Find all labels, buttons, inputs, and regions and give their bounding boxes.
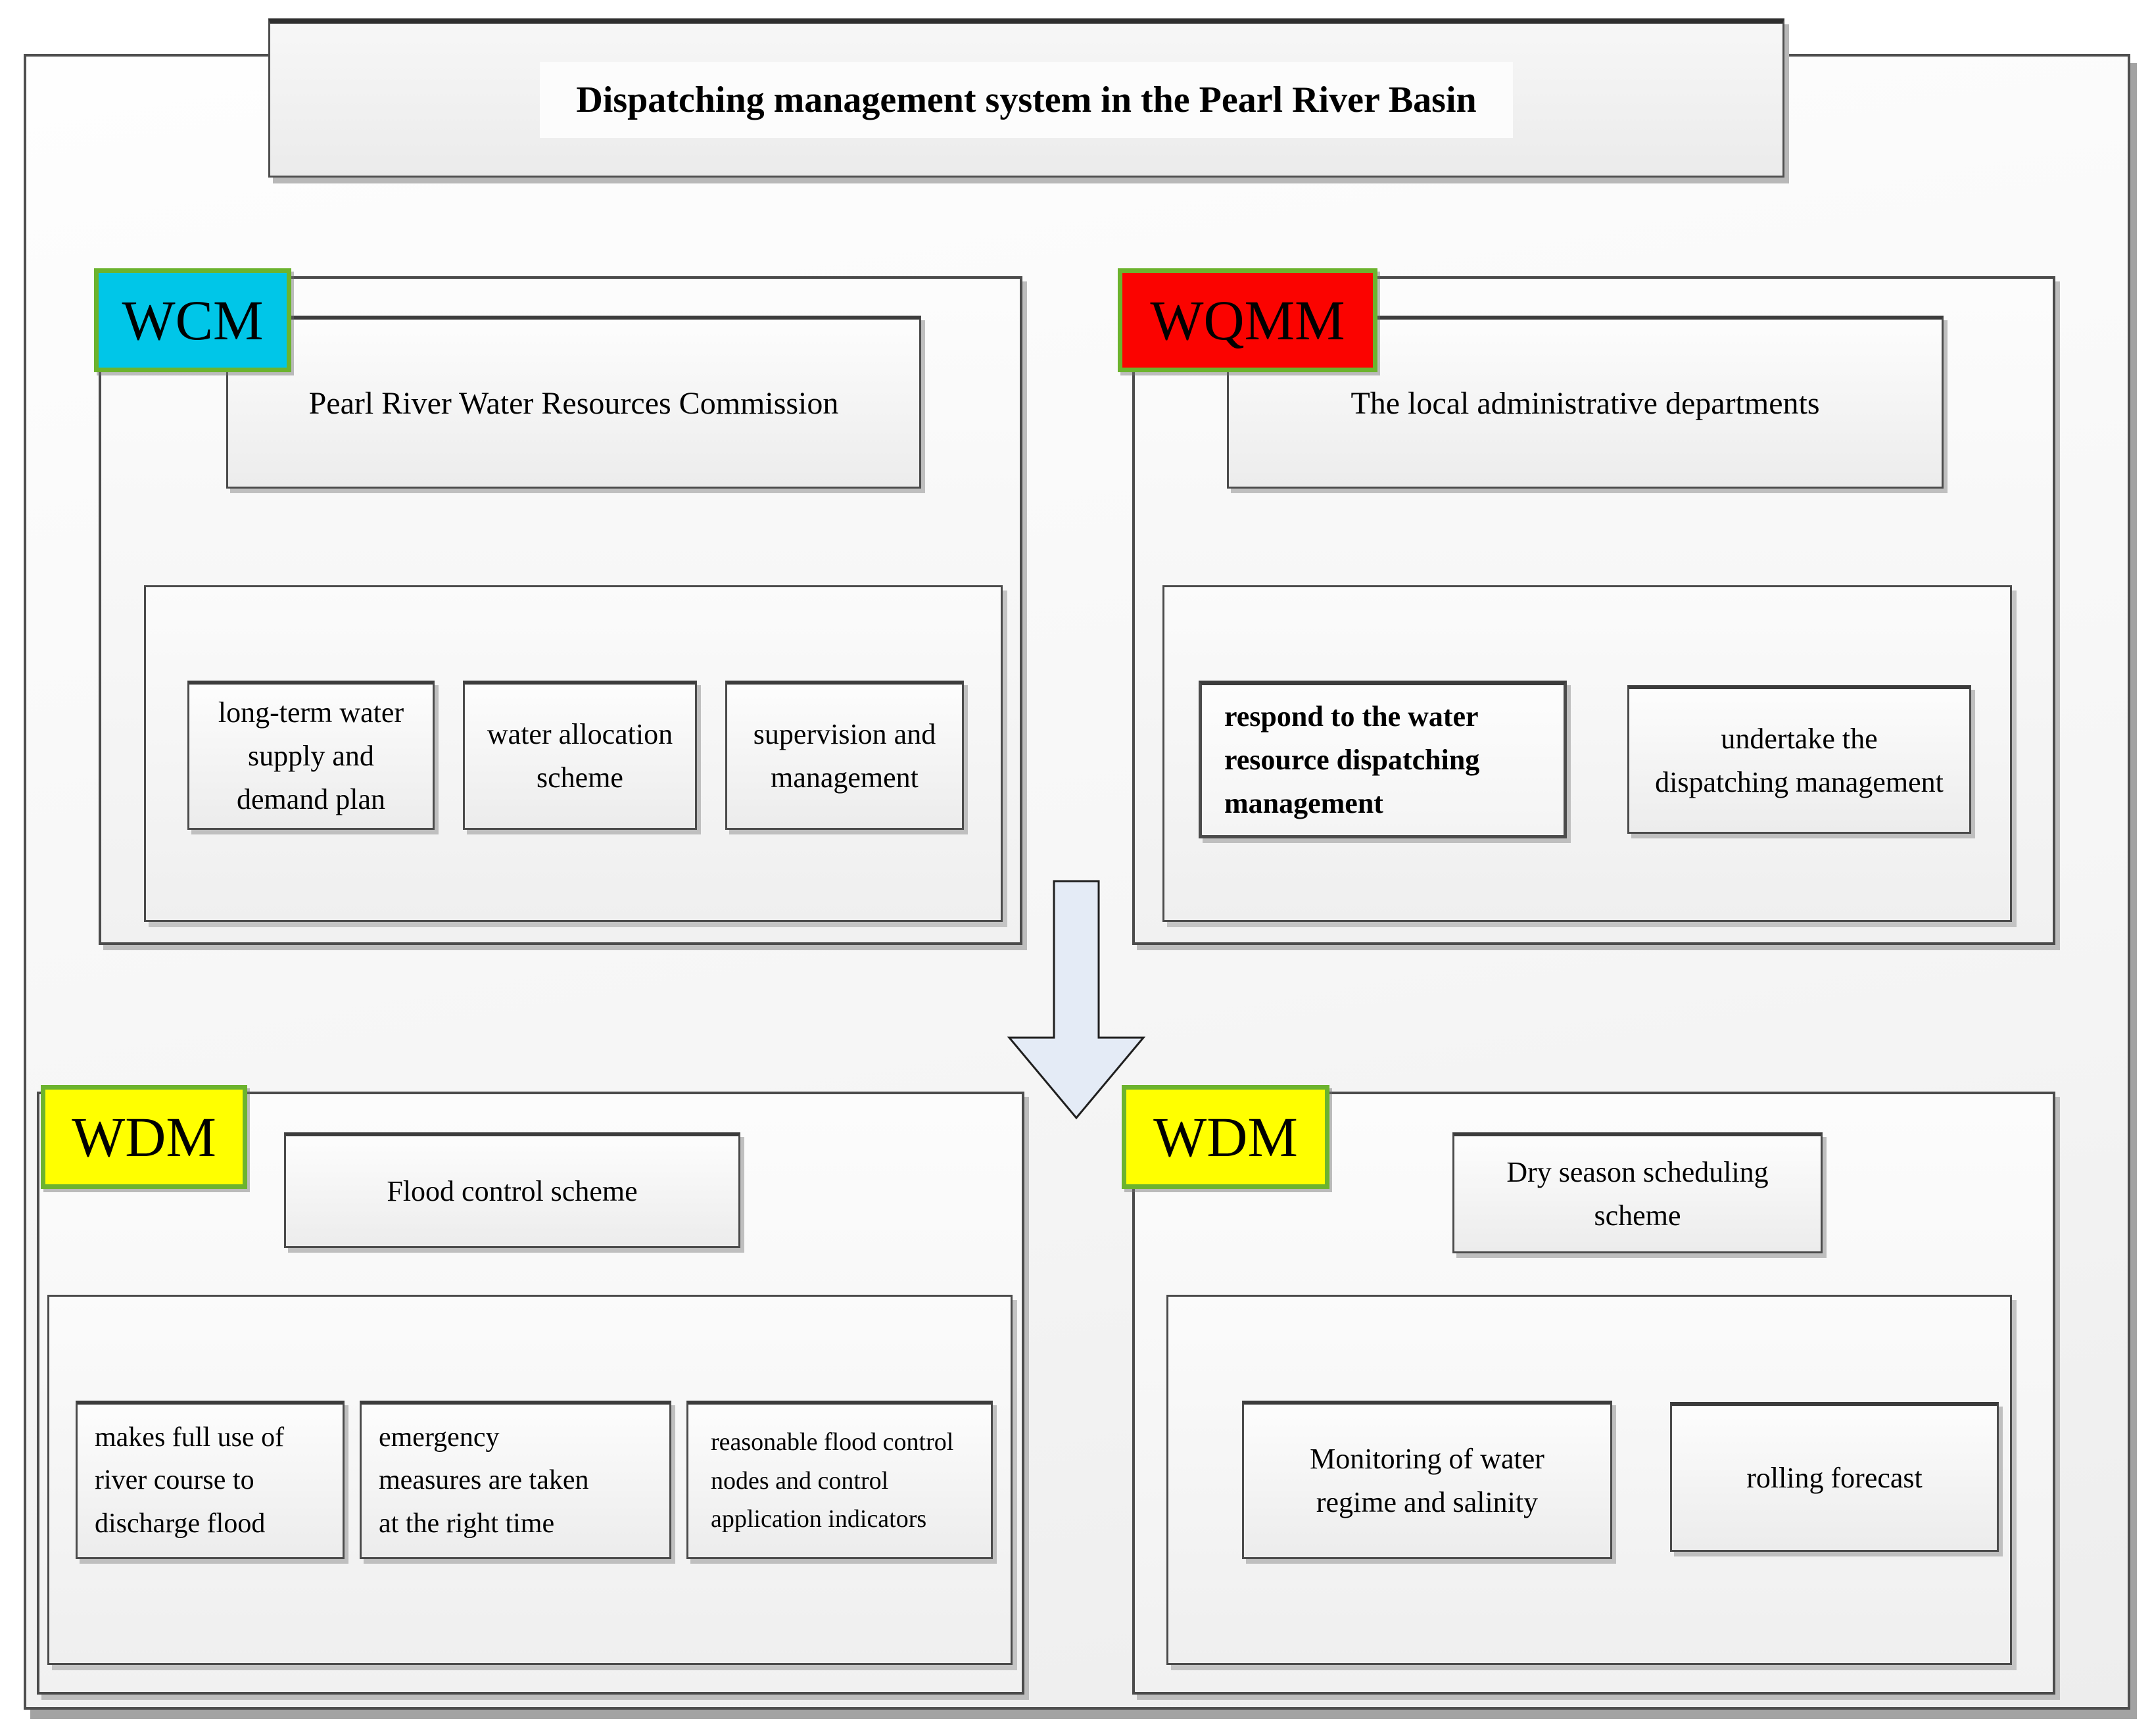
page-title: Dispatching management system in the Pea… <box>540 61 1513 138</box>
title-box: Dispatching management system in the Pea… <box>268 18 1784 178</box>
wcm-item-supervision: supervision and management <box>725 681 964 830</box>
wqmm-item-undertake: undertake the dispatching management <box>1627 685 1971 834</box>
flood-item-river-course: makes full use of river course to discha… <box>76 1401 345 1559</box>
dry-item-rolling-forecast: rolling forecast <box>1670 1402 1999 1552</box>
dry-header-box: Dry season scheduling scheme <box>1452 1132 1823 1253</box>
wcm-item-long-term-plan: long-term water supply and demand plan <box>187 681 435 830</box>
wqmm-item-respond: respond to the water resource dispatchin… <box>1199 681 1567 838</box>
flood-item-control-nodes: reasonable flood control nodes and contr… <box>686 1401 993 1559</box>
wdm-dry-label: WDM <box>1122 1085 1329 1189</box>
wdm-flood-label: WDM <box>41 1085 247 1189</box>
down-arrow-icon <box>1007 880 1146 1120</box>
wcm-label: WCM <box>94 268 291 372</box>
flood-item-emergency: emergency measures are taken at the righ… <box>360 1401 671 1559</box>
dry-item-monitoring: Monitoring of water regime and salinity <box>1242 1401 1612 1559</box>
flood-header-box: Flood control scheme <box>284 1132 740 1248</box>
wcm-header-box: Pearl River Water Resources Commission <box>226 316 921 489</box>
wcm-item-water-allocation: water allocation scheme <box>463 681 697 830</box>
wqmm-label: WQMM <box>1118 268 1377 372</box>
